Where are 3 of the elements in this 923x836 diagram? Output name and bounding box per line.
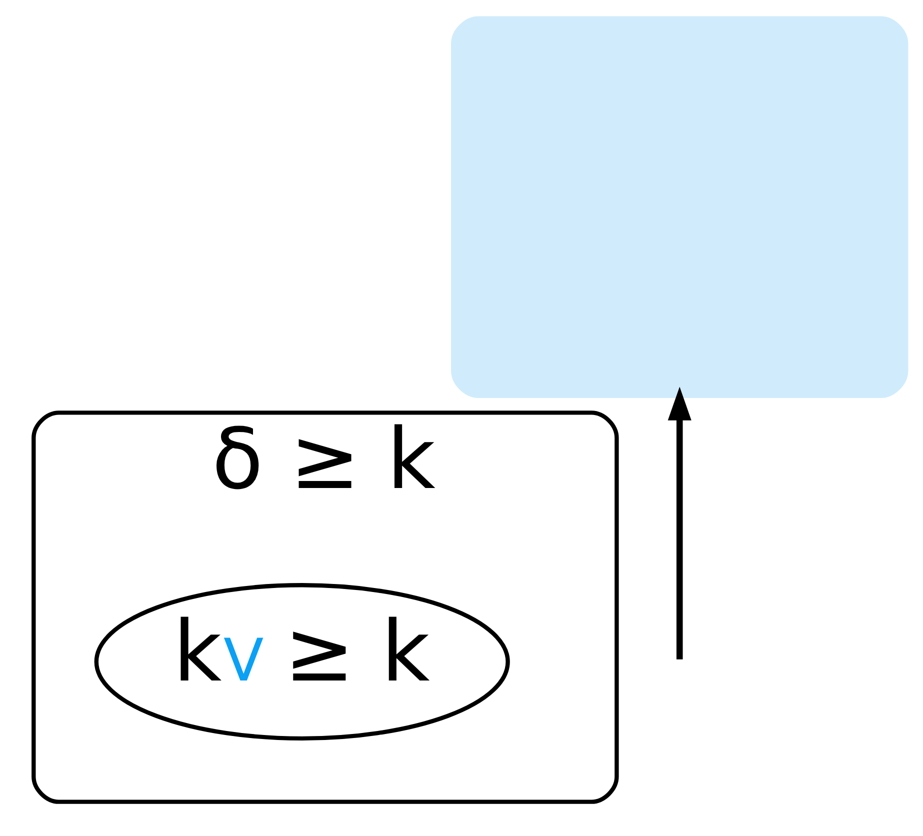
node-ellipse: kV ≥ k <box>94 582 510 740</box>
arrow <box>668 386 692 659</box>
node-box <box>451 16 908 398</box>
